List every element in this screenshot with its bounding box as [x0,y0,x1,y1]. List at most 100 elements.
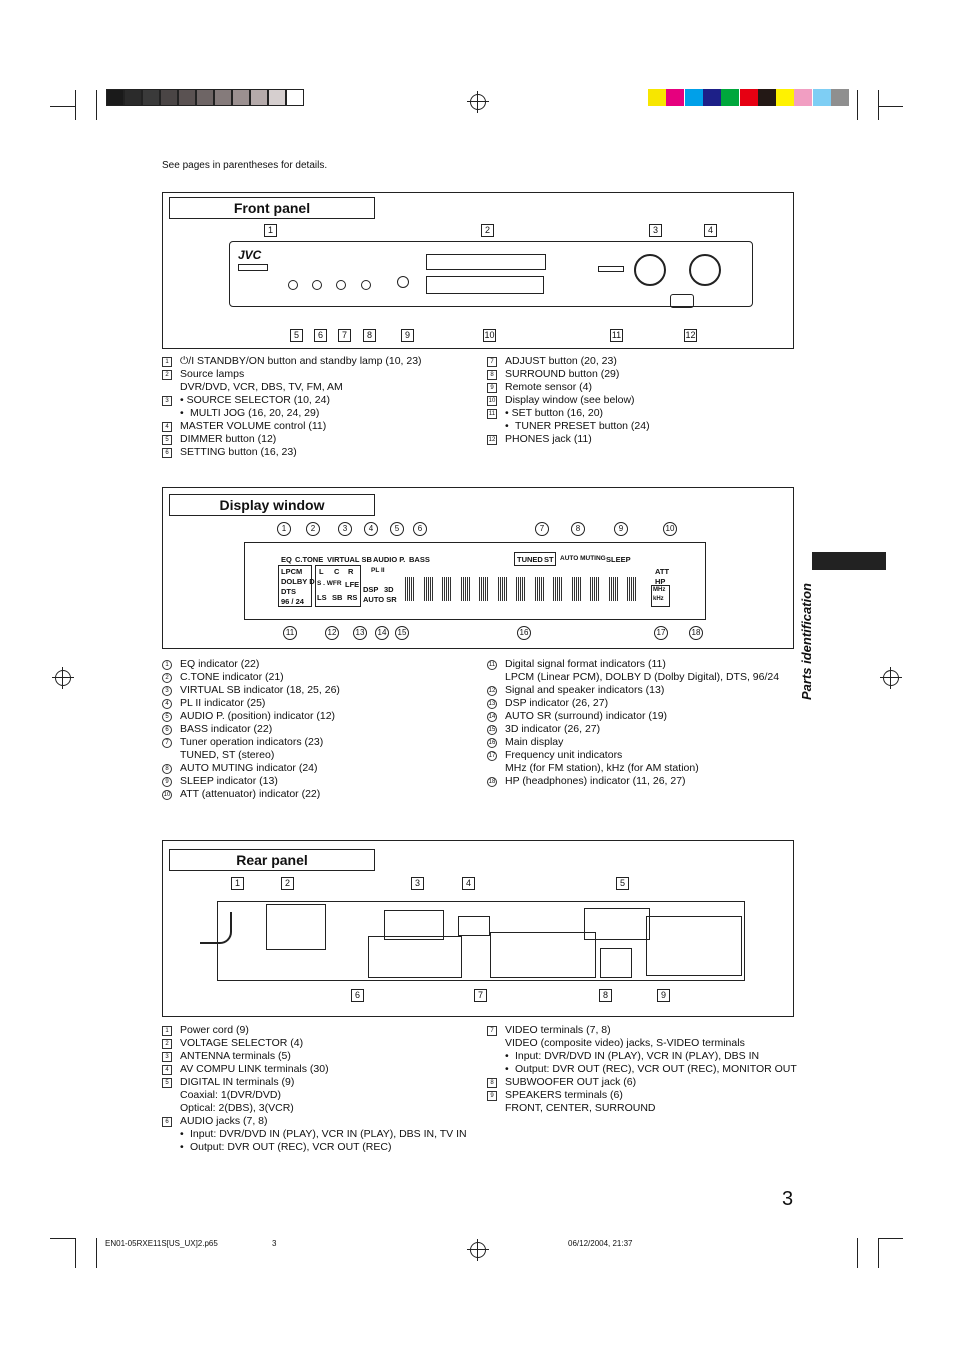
color-swatch [739,89,758,106]
phones-jack [670,294,694,308]
list-item: 2 C.TONE indicator (21) [162,671,482,684]
item-bullet: Input: DVR/DVD IN (PLAY), VCR IN (PLAY),… [487,1050,807,1063]
item-number: 6 [162,1117,172,1127]
item-subtext: Optical: 2(DBS), 3(VCR) [180,1102,294,1114]
callout-display-4: 4 [364,522,378,536]
crop-mark [878,106,903,107]
item-number: 7 [162,738,172,748]
av-compu-link [458,916,490,936]
receiver-rear-illustration [200,901,745,981]
item-text: ADJUST button (20, 23) [505,355,617,367]
callout-display-18: 18 [689,626,703,640]
antenna-terminals [384,910,444,940]
crop-mark [75,90,76,120]
auto-muting-label: AUTO MUTING [560,555,606,562]
segment-digit [405,577,415,601]
item-text: Remote sensor (4) [505,381,592,393]
item-number: 3 [162,1052,172,1062]
ctone-label: C.TONE [295,555,324,564]
item-text: Source lamps [180,368,245,380]
3d-label: 3D [384,585,394,594]
item-number: 2 [162,673,172,683]
jvc-logo: JVC [238,248,262,262]
item-text: C.TONE indicator (21) [180,671,284,683]
item-number: 15 [487,725,497,735]
item-text: AUTO SR (surround) indicator (19) [505,710,668,722]
item-number: 4 [162,699,172,709]
front-panel-section: Front panel JVC 1 2 3 4 5 6 7 8 9 10 11 … [162,192,794,349]
crop-mark [96,1238,97,1268]
callout-front-9: 9 [401,329,414,342]
item-number: 2 [162,1039,172,1049]
subwoofer-out [600,948,632,978]
callout-display-13: 13 [353,626,367,640]
ls-label: LS [317,593,327,602]
color-swatch [757,89,776,106]
khz-label: kHz [653,596,664,602]
color-swatch [831,89,849,106]
item-text: AUTO MUTING indicator (24) [180,762,318,774]
callout-rear-5: 5 [616,877,629,890]
dsp-label: DSP [363,585,379,594]
tuned-st-box [514,552,556,566]
item-number: 6 [162,448,172,458]
callout-display-5: 5 [390,522,404,536]
crop-mark [857,1238,858,1268]
callout-rear-7: 7 [474,989,487,1002]
item-text: AV COMPU LINK terminals (30) [180,1063,329,1075]
c-label: C [334,567,340,576]
item-subtext: Coaxial: 1(DVR/DVD) [180,1089,281,1101]
display-illustration: EQ C.TONE VIRTUAL SB AUDIO P. BASS TUNED… [244,542,706,620]
item-number: 1 [162,357,172,367]
gray-swatch [142,89,160,106]
item-text: Frequency unit indicators [505,749,623,761]
att-label: ATT [655,567,670,576]
video-terminals [490,932,596,978]
footer-page: 3 [272,1239,277,1248]
bass-label: BASS [409,555,430,564]
item-bullet: Input: DVR/DVD IN (PLAY), VCR IN (PLAY),… [162,1128,482,1141]
dts-label: DTS [281,587,296,596]
item-text: HP (headphones) indicator (11, 26, 27) [505,775,686,787]
list-item: 1 ⏻/I STANDBY/ON button and standby lamp … [162,355,482,368]
eq-label: EQ [281,555,292,564]
item-text: AUDIO jacks (7, 8) [180,1115,268,1127]
registration-mark [52,667,74,689]
item-text: VOLTAGE SELECTOR (4) [180,1037,304,1049]
item-number: 5 [162,712,172,722]
gray-swatch [124,89,142,106]
swfr-label: S . WFR [317,580,342,587]
item-number: 4 [162,1065,172,1075]
gray-swatch [178,89,196,106]
side-tab: Parts identification [799,574,830,734]
source-selector-knob [634,254,666,286]
audio-jacks [368,936,462,978]
item-bullet: Output: DVR OUT (REC), VCR OUT (REC) [162,1141,482,1154]
front-items-left: 1 ⏻/I STANDBY/ON button and standby lamp … [162,355,482,459]
callout-rear-1: 1 [231,877,244,890]
segment-digit [516,577,526,601]
item-text: ⏻/I STANDBY/ON button and standby lamp (… [180,355,422,367]
callout-display-7: 7 [535,522,549,536]
display-window-section: Display window EQ C.TONE VIRTUAL SB AUDI… [162,487,794,649]
segment-digit [479,577,489,601]
callout-front-11: 11 [610,329,623,342]
item-text: MASTER VOLUME control (11) [180,420,327,432]
96-24-label: 96 / 24 [281,597,304,606]
item-text: Digital signal format indicators (11) [505,658,666,670]
color-swatch [794,89,813,106]
callout-display-17: 17 [654,626,668,640]
item-number: 5 [162,1078,172,1088]
